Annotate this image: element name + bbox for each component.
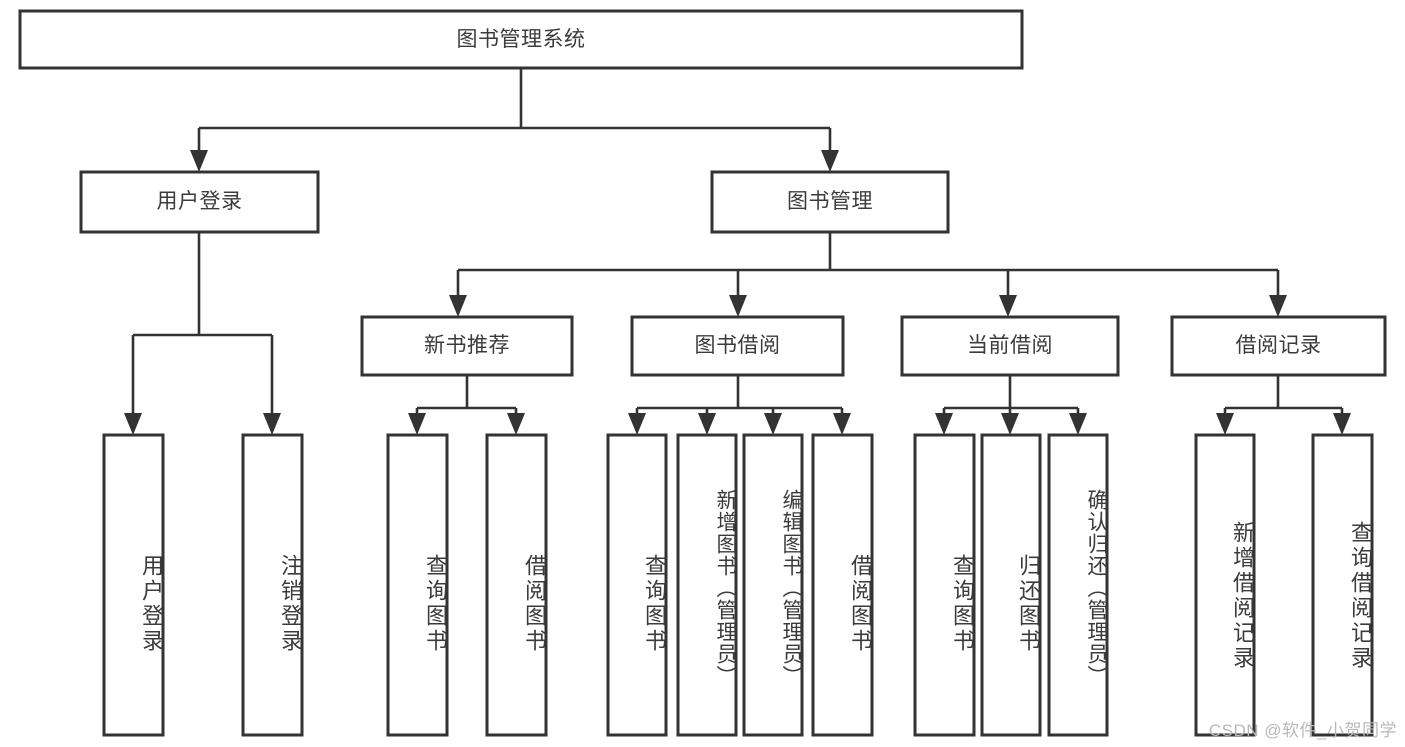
arrow-to-book-borrow [729, 295, 747, 317]
box-borrow-record[interactable] [1170, 315, 1387, 377]
arrow-to-leaf-query-book-2 [628, 413, 646, 435]
box-leaf-query-book-2[interactable] [606, 433, 668, 737]
connector-book-borrow-to-leaves [628, 375, 851, 435]
arrow-to-borrow-record [1269, 295, 1287, 317]
connector-book-manage-to-level3 [449, 232, 1287, 317]
connector-borrow-record-to-leaves [1216, 375, 1351, 435]
box-new-book-recommend[interactable] [360, 315, 574, 377]
box-current-borrow[interactable] [900, 315, 1120, 377]
connector-user-login-to-leaves [124, 232, 281, 435]
arrow-to-leaf-return-book [1001, 413, 1019, 435]
arrow-to-new-book-recommend [449, 295, 467, 317]
arrow-to-leaf-borrow-book-2 [833, 413, 851, 435]
connector-new-book-recommend-to-leaves [408, 375, 525, 435]
arrow-to-leaf-user-logout [263, 413, 281, 435]
csdn-watermark: CSDN @软件_小贺同学 [1208, 721, 1397, 740]
box-leaf-add-record[interactable] [1194, 433, 1256, 737]
box-leaf-confirm-return[interactable] [1047, 433, 1109, 737]
arrow-to-leaf-query-record [1333, 413, 1351, 435]
box-leaf-add-book[interactable] [676, 433, 738, 737]
connector-root-to-level2 [190, 68, 839, 172]
connector-current-borrow-to-leaves [935, 375, 1087, 435]
node-boxes [18, 9, 1387, 737]
box-leaf-query-record[interactable] [1311, 433, 1374, 737]
box-leaf-borrow-book-2[interactable] [811, 433, 874, 737]
arrow-to-leaf-edit-book [764, 413, 782, 435]
box-leaf-edit-book[interactable] [742, 433, 804, 737]
box-user-login[interactable] [79, 170, 320, 234]
box-leaf-borrow-book-1[interactable] [485, 433, 548, 737]
arrow-to-leaf-add-book [698, 413, 716, 435]
box-book-borrow[interactable] [630, 315, 845, 377]
arrow-to-leaf-query-book-1 [408, 413, 426, 435]
box-leaf-query-book-1[interactable] [386, 433, 449, 737]
arrow-to-book-manage [821, 150, 839, 172]
box-leaf-user-logout[interactable] [241, 433, 304, 737]
arrow-to-leaf-query-book-3 [935, 413, 953, 435]
arrow-to-leaf-add-record [1216, 413, 1234, 435]
box-leaf-return-book[interactable] [980, 433, 1042, 737]
box-leaf-user-login[interactable] [102, 433, 165, 737]
box-leaf-query-book-3[interactable] [913, 433, 976, 737]
arrow-to-user-login [190, 150, 208, 172]
arrow-to-leaf-user-login [124, 413, 142, 435]
box-book-manage[interactable] [710, 170, 950, 234]
arrow-to-leaf-confirm-return [1069, 413, 1087, 435]
box-root[interactable] [18, 9, 1024, 70]
arrow-to-leaf-borrow-book-1 [507, 413, 525, 435]
arrow-to-current-borrow [999, 295, 1017, 317]
